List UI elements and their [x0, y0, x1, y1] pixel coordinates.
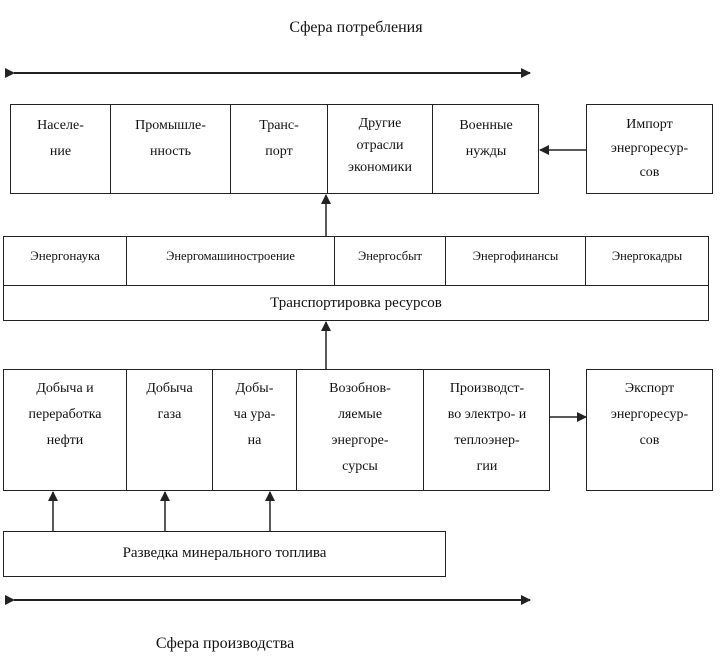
- infra-energy-personnel: Энергокадры: [611, 249, 683, 263]
- consumer-transport: Транс- порт: [231, 105, 328, 193]
- infra-energy-sales: Энергосбыт: [335, 237, 446, 285]
- prod-uranium: Добы- ча ура- на: [213, 370, 297, 490]
- transport-row: Транспортировка ресурсов: [3, 285, 709, 321]
- prod-gas: Добыча газа: [127, 370, 213, 490]
- consumer-industry: Промышле- нность: [111, 105, 231, 193]
- prod-electricity-heat: Производст- во электро- и теплоэнер- гии: [447, 381, 527, 474]
- consumption-sphere-label: Сфера потребления: [289, 19, 423, 36]
- consumers-row: Населе- ние Промышле- нность Транс- порт…: [10, 104, 539, 194]
- prod-oil: Добыча и переработка нефти: [4, 370, 127, 490]
- consumer-other-economy: Другие отрасли экономики: [328, 105, 433, 193]
- consumer-population: Населе- ние: [11, 105, 111, 193]
- export-box: Экспорт энергоресур- сов: [586, 369, 713, 491]
- production-row: Добыча и переработка нефти Добыча газа Д…: [3, 369, 550, 491]
- infra-energy-finance: Энергофинансы: [446, 237, 586, 285]
- production-sphere-label: Сфера производства: [155, 635, 295, 652]
- consumer-military: Военные нужды: [459, 118, 513, 159]
- infra-energy-science: Энергонаука: [4, 237, 127, 285]
- prod-renewable: Возобнов- ляемые энергоре- сурсы: [297, 370, 424, 490]
- import-box: Импорт энергоресур- сов: [586, 104, 713, 194]
- infra-energy-machinery: Энергомашиностроение: [127, 237, 335, 285]
- exploration-box: Разведка минерального топлива: [3, 531, 446, 577]
